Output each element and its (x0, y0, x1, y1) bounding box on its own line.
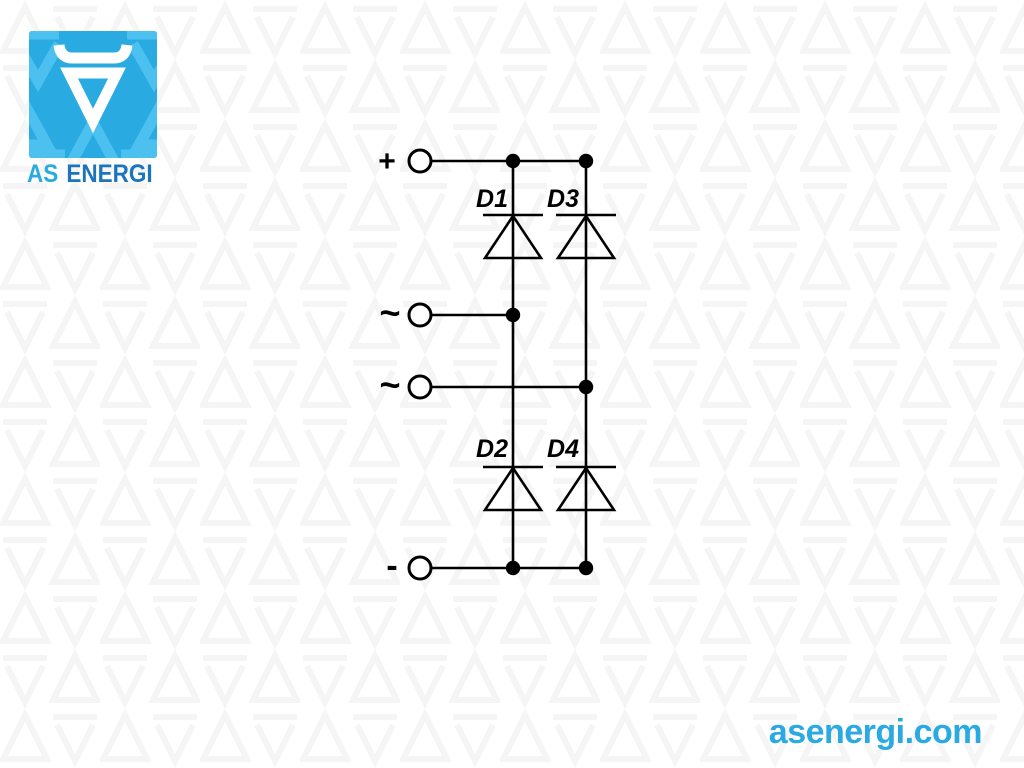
diode-d2-label: D2 (476, 435, 508, 463)
terminal-negative-label: - (386, 547, 397, 585)
junction-dot (578, 379, 594, 395)
terminal-positive-label: + (378, 145, 396, 178)
terminal-ac-bottom-label: ~ (379, 364, 400, 405)
junction-dot (505, 153, 521, 169)
terminal-ac-top (407, 302, 433, 328)
brand-name-energi: ENERGI (66, 160, 153, 188)
junction-dot (578, 560, 594, 576)
junction-dot (578, 153, 594, 169)
terminals (407, 148, 433, 581)
terminal-positive (407, 148, 433, 174)
diode-d2-symbol (482, 465, 544, 512)
junction-dots (505, 153, 594, 576)
website-text: asenergi.com (768, 713, 983, 751)
terminal-negative (407, 555, 433, 581)
logo-tile-pattern (29, 31, 157, 158)
junction-dot (505, 560, 521, 576)
diode-d1-label: D1 (476, 185, 508, 213)
terminal-ac-top-label: ~ (379, 292, 400, 333)
junction-dot (505, 307, 521, 323)
diode-d3-symbol (555, 213, 617, 260)
diode-d1-symbol (482, 213, 544, 260)
terminal-ac-bottom (407, 374, 433, 400)
logo-symbol-icon (53, 44, 133, 134)
brand-name-as: AS (27, 160, 59, 188)
diode-d4-symbol (555, 465, 617, 512)
logo-tile-background (29, 31, 157, 158)
diode-d3-label: D3 (547, 185, 579, 213)
diode-symbols (482, 213, 617, 512)
brand-logo-icon (29, 31, 157, 158)
diode-d4-label: D4 (547, 435, 579, 463)
